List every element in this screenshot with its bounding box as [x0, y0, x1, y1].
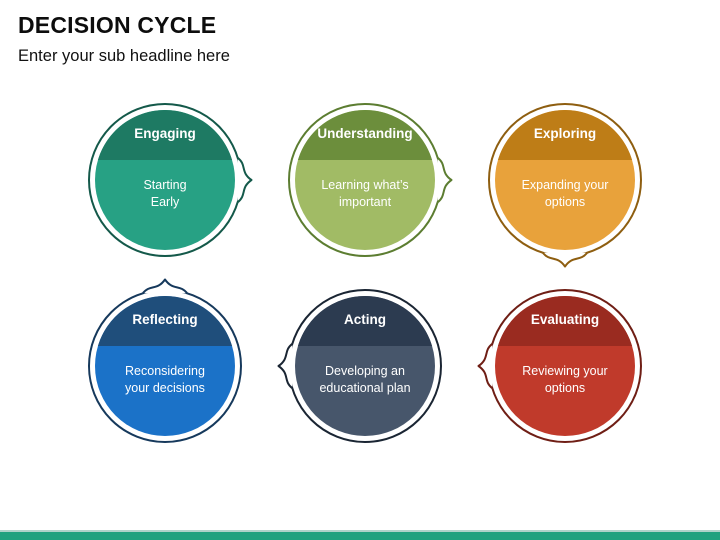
bubble-title: Reflecting — [132, 311, 198, 327]
bubble-description: Learning what’s important — [321, 178, 409, 209]
bubble-tail — [477, 343, 493, 389]
bubble-title: Understanding — [317, 125, 413, 141]
bubble-shape — [88, 278, 242, 443]
bubble-description: Reviewing your options — [522, 364, 608, 395]
bubble-description: Developing an educational plan — [319, 364, 411, 395]
bubble-title: Exploring — [533, 125, 597, 141]
bubble-description: Expanding your options — [521, 178, 609, 209]
bubble-shape — [88, 103, 253, 257]
bubble-tail — [142, 278, 188, 294]
bubble-tail — [542, 252, 588, 268]
bubble-tail — [237, 157, 253, 203]
bubble-tail — [277, 343, 293, 389]
accent-bar — [0, 530, 720, 540]
bubble-shape — [277, 289, 442, 443]
bubble-title: Evaluating — [530, 311, 600, 327]
bubble-title: Engaging — [134, 125, 196, 141]
bubble-tail — [437, 157, 453, 203]
bubble-shape — [477, 289, 642, 443]
bubble-title: Acting — [344, 311, 386, 327]
bubble-description: Starting Early — [143, 178, 187, 209]
page-subtitle: Enter your sub headline here — [18, 47, 230, 65]
page-title: DECISION CYCLE — [18, 12, 217, 38]
bubble-shape — [488, 103, 642, 268]
bubble-description: Reconsidering your decisions — [125, 364, 205, 395]
bubble-shape — [288, 103, 453, 257]
